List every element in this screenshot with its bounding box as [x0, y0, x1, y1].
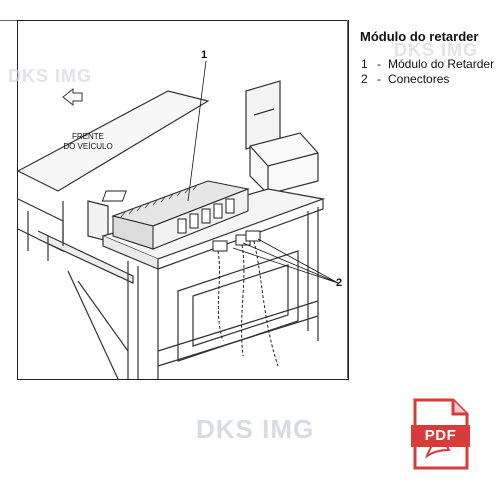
legend: 1 - Módulo do Retarder 2 - Conectores	[361, 57, 494, 87]
callout-2-label: 2	[336, 277, 343, 289]
watermark: DKS IMG	[8, 66, 93, 86]
watermark: DKS IMG	[196, 414, 315, 444]
callout-1-label: 1	[201, 49, 208, 61]
figure-divider	[347, 20, 348, 378]
vehicle-front-label: FRENTE DO VEÍCULO	[58, 132, 118, 152]
legend-number: 1	[361, 57, 368, 71]
retarder-module-illustration	[18, 60, 339, 379]
retarder-diagram-figure: 1 2 FRENTE DO VEÍCULO	[17, 20, 349, 380]
legend-item: 2 - Conectores	[361, 72, 494, 87]
legend-label: Conectores	[388, 72, 450, 86]
front-label-line-2: DO VEÍCULO	[63, 142, 113, 151]
legend-number: 2	[361, 72, 368, 86]
top-left-rule	[0, 20, 18, 21]
legend-label: Módulo do Retarder	[388, 57, 495, 71]
front-label-line-1: FRENTE	[72, 132, 104, 141]
legend-item: 1 - Módulo do Retarder	[361, 57, 494, 72]
legend-dash: -	[377, 72, 381, 86]
page-title: Módulo do retarder	[360, 29, 479, 44]
legend-dash: -	[377, 57, 381, 71]
pdf-badge-label[interactable]: PDF	[411, 425, 470, 447]
watermark: DKS IMG	[394, 40, 479, 60]
